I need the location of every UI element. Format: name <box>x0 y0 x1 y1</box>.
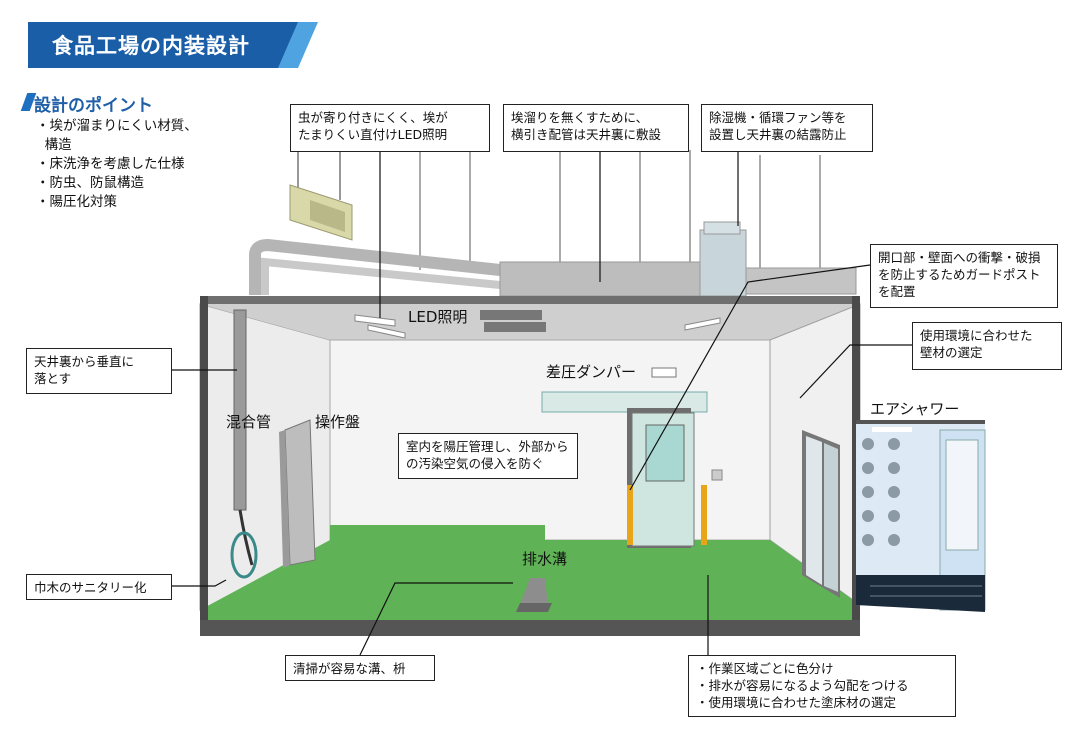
list-item: ・防虫、防鼠構造 <box>36 175 144 191</box>
floor-drain <box>516 578 552 612</box>
mixing-pipe <box>230 309 258 579</box>
callout-wall-material: 使用環境に合わせた 壁材の選定 <box>912 322 1062 370</box>
list-item: ・陽圧化対策 <box>36 194 117 210</box>
wall-section-left <box>200 296 208 620</box>
air-shower-room <box>856 420 986 612</box>
control-panel <box>279 419 316 568</box>
design-points-list: ・埃が溜まりにくい材質、 構造 ・床洗浄を考慮した仕様 ・防虫、防鼠構造 ・陽圧… <box>36 117 198 212</box>
sliding-door <box>627 408 723 548</box>
door-hood <box>541 391 708 413</box>
pressure-damper <box>651 367 677 378</box>
callout-led-lighting: 虫が寄り付きにくく、埃が たまりくい直付けLED照明 <box>290 104 490 152</box>
callout-sanitary-baseboard: 巾木のサニタリー化 <box>26 574 172 600</box>
callout-guard-post: 開口部・壁面への衝撃・破損 を防止するためガードポスト を配置 <box>870 244 1058 308</box>
title-banner <box>28 22 310 68</box>
callout-vertical-drop: 天井裏から垂直に 落とす <box>26 348 172 394</box>
callout-positive-pressure: 室内を陽圧管理し、外部から の汚染空気の侵入を防ぐ <box>398 433 578 479</box>
above-ceiling-ducts <box>249 221 857 297</box>
list-item: ・埃が溜まりにくい材質、 構造 <box>36 118 198 153</box>
label-damper: 差圧ダンパー <box>546 363 637 381</box>
label-air-shower: エアシャワー <box>870 400 960 418</box>
label-control-panel: 操作盤 <box>315 413 361 431</box>
ceiling-hangers <box>419 150 821 280</box>
title-banner-accent <box>278 22 318 68</box>
label-mixing-pipe: 混合管 <box>226 413 272 431</box>
floor-slab <box>200 620 860 636</box>
list-item: ・床洗浄を考慮した仕様 <box>36 156 185 172</box>
callout-dehumidifier: 除湿機・循環ファン等を 設置し天井裏の結露防止 <box>701 104 873 152</box>
callout-horizontal-piping: 埃溜りを無くすために、 横引き配管は天井裏に敷設 <box>503 104 689 152</box>
callout-easy-clean-drain: 清掃が容易な溝、枡 <box>285 655 435 681</box>
ceiling-fan-unit <box>289 150 353 241</box>
guard-post <box>627 485 633 545</box>
led-light-fixtures <box>354 310 721 339</box>
callout-leader-lines <box>172 152 912 656</box>
air-shower-door <box>802 430 840 598</box>
ceiling-slab <box>200 296 860 304</box>
label-drain: 排水溝 <box>522 550 568 568</box>
points-heading: 設計のポイント <box>34 96 153 116</box>
floor-coving <box>330 525 545 540</box>
guard-post <box>701 485 707 545</box>
label-led: LED照明 <box>408 308 468 326</box>
callout-floor-notes: ・作業区域ごとに色分け ・排水が容易になるよう勾配をつける ・使用環境に合わせた… <box>688 655 956 717</box>
page-title: 食品工場の内装設計 <box>52 34 250 58</box>
